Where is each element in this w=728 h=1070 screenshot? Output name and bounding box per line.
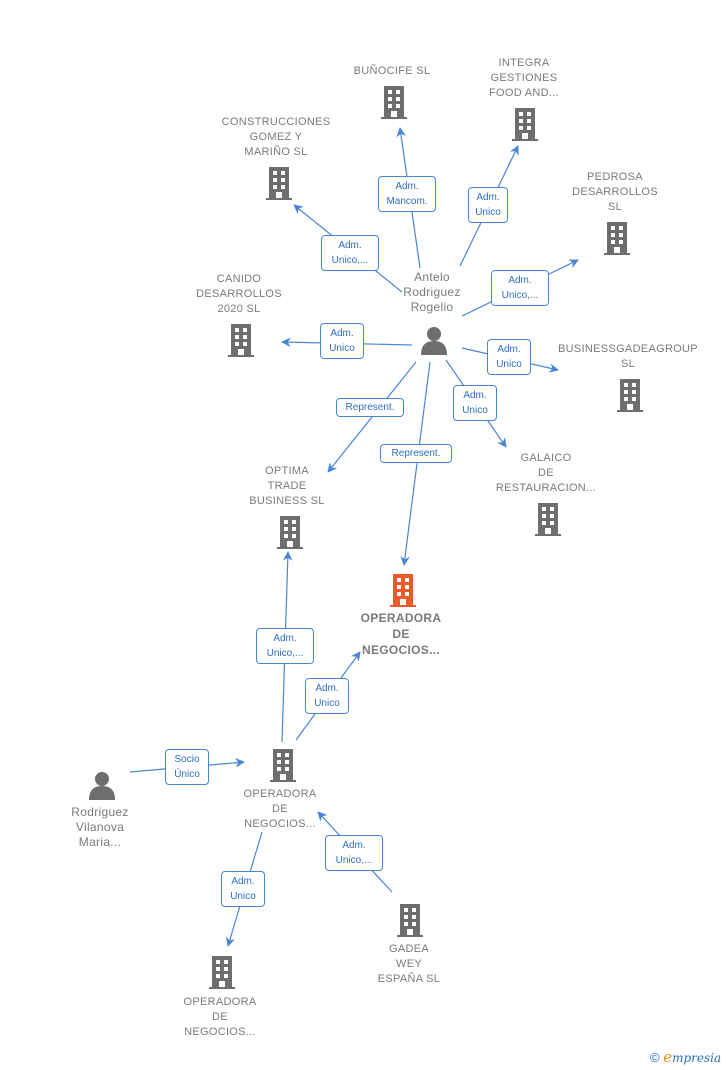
node-label[interactable]: Rodriguez Vilanova Maria... (71, 805, 129, 849)
relation-label-gadea_wey-to-operadora_mid[interactable]: Adm. Unico,... (325, 835, 383, 871)
node-label[interactable]: Antelo Rodriguez Rogelio (403, 270, 461, 314)
building-icon[interactable] (388, 572, 418, 613)
relation-label-antelo-to-operadora_focus[interactable]: Represent. (380, 443, 452, 463)
building-icon[interactable] (602, 220, 632, 261)
node-label[interactable]: CONSTRUCCIONES GOMEZ Y MARIÑO SL (221, 116, 331, 158)
relation-label-antelo-to-bunocife[interactable]: Adm. Mancom. (378, 176, 436, 212)
building-icon[interactable] (379, 84, 409, 125)
relation-label-antelo-to-canido[interactable]: Adm. Unico (320, 323, 364, 359)
person-icon[interactable] (86, 769, 118, 806)
node-label[interactable]: BUSINESSGADEAGROUP SL (558, 343, 698, 370)
node-label[interactable]: CANIDO DESARROLLOS 2020 SL (196, 273, 282, 315)
relation-label-operadora_mid-to-optima[interactable]: Adm. Unico,... (256, 628, 314, 664)
node-label[interactable]: GADEA WEY ESPAÑA SL (377, 943, 441, 985)
building-icon[interactable] (395, 902, 425, 943)
building-icon[interactable] (510, 106, 540, 147)
building-icon[interactable] (226, 322, 256, 363)
building-icon[interactable] (207, 954, 237, 995)
copyright-footer: © empresia (650, 1048, 721, 1066)
building-icon[interactable] (275, 514, 305, 555)
edge-antelo-to-operadora_focus (400, 361, 431, 566)
building-icon[interactable] (264, 165, 294, 206)
person-icon[interactable] (418, 324, 450, 361)
node-label[interactable]: OPERADORA DE NEGOCIOS... (360, 611, 442, 657)
building-icon[interactable] (533, 501, 563, 542)
relation-label-antelo-to-construcciones[interactable]: Adm. Unico,... (321, 235, 379, 271)
copyright-icon: © (650, 1050, 660, 1065)
building-icon[interactable] (268, 747, 298, 788)
node-label[interactable]: BUÑOCIFE SL (353, 65, 431, 77)
relation-label-antelo-to-pedrosa[interactable]: Adm. Unico,... (491, 270, 549, 306)
relation-label-operadora_mid-to-operadora_bottom[interactable]: Adm. Unico (221, 871, 265, 907)
node-label[interactable]: GALAICO DE RESTAURACION... (495, 452, 597, 494)
node-label[interactable]: OPERADORA DE NEGOCIOS... (243, 788, 317, 830)
relation-label-operadora_mid-to-operadora_focus[interactable]: Adm. Unico (305, 678, 349, 714)
node-label[interactable]: OPERADORA DE NEGOCIOS... (183, 996, 257, 1038)
building-icon[interactable] (615, 377, 645, 418)
node-label[interactable]: OPTIMA TRADE BUSINESS SL (249, 465, 325, 507)
relation-label-antelo-to-integra[interactable]: Adm. Unico (468, 187, 508, 223)
node-label[interactable]: INTEGRA GESTIONES FOOD AND... (489, 57, 559, 99)
relation-label-rodriguez-to-operadora_mid[interactable]: Socio Único (165, 749, 209, 785)
node-label[interactable]: PEDROSA DESARROLLOS SL (572, 171, 658, 213)
edge-antelo-to-optima (327, 361, 417, 473)
relation-label-antelo-to-businessgadea[interactable]: Adm. Unico (487, 339, 531, 375)
relation-label-antelo-to-optima[interactable]: Represent. (336, 397, 404, 417)
empresia-logo[interactable]: empresia (663, 1048, 722, 1066)
relation-label-antelo-to-galaico[interactable]: Adm. Unico (453, 385, 497, 421)
